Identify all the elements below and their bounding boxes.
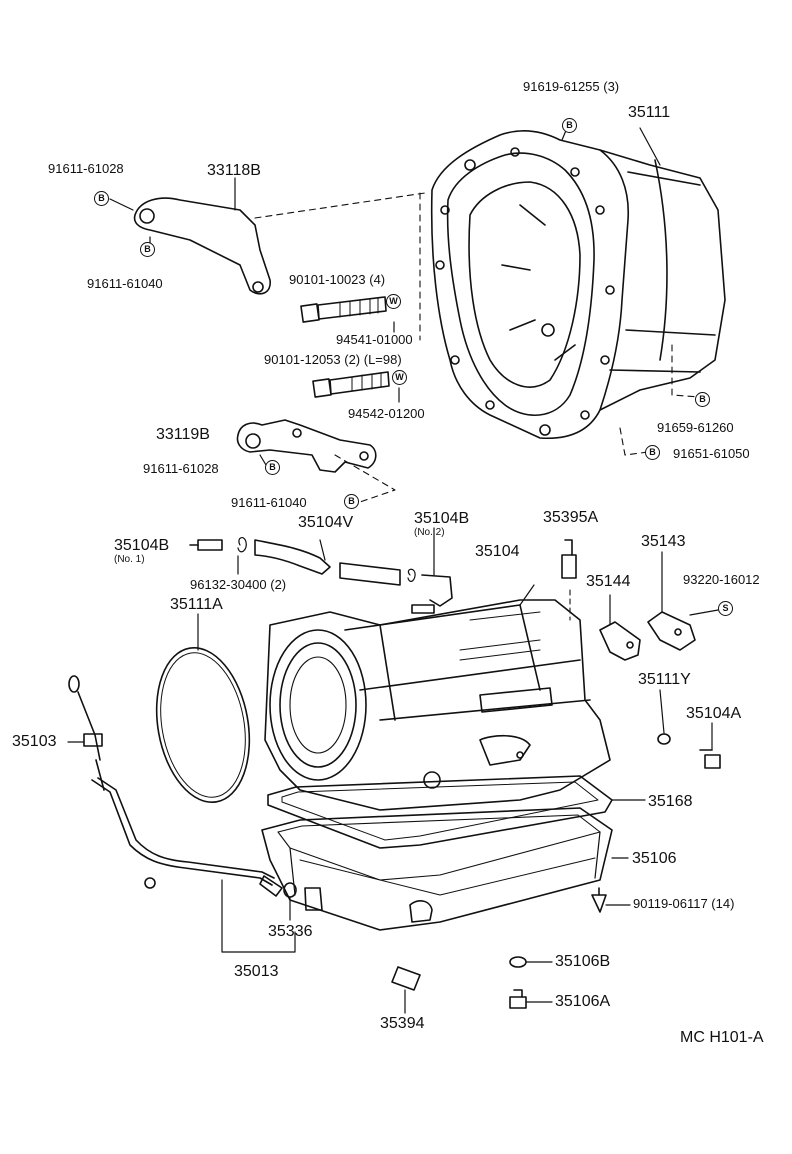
label-91659-61260: 91659-61260	[657, 420, 734, 435]
washer-w-badge-2: W	[392, 370, 407, 385]
bracket-33118B	[109, 177, 271, 295]
screw-s-badge: S	[718, 601, 733, 616]
label-35143: 35143	[641, 533, 686, 550]
bottom-parts	[391, 887, 631, 1014]
transmission-case-35111	[430, 127, 726, 440]
label-91651-61050: 91651-61050	[673, 446, 750, 461]
label-90101-10023: 90101-10023 (4)	[289, 272, 386, 287]
label-35106B: 35106B	[555, 953, 611, 970]
bolt-b-badge-7: B	[344, 494, 359, 509]
small-parts-right	[561, 539, 721, 769]
label-91611-61028-b: 91611-61028	[143, 461, 219, 476]
label-35013: 35013	[234, 963, 279, 980]
oil-cooler-fittings	[189, 527, 453, 614]
bracket-33119B	[236, 419, 377, 473]
label-91611-61040-a: 91611-61040	[87, 276, 163, 291]
bolt-b-badge-4: B	[695, 392, 710, 407]
bolt-b-badge-5: B	[645, 445, 660, 460]
diagram-code: MC H101-A	[680, 1029, 764, 1046]
dipstick-assembly	[67, 675, 323, 953]
label-35104A: 35104A	[686, 705, 742, 722]
o-ring-35111A	[155, 646, 251, 804]
label-35104B-no1: 35104B	[114, 537, 170, 554]
label-33118B: 33118B	[207, 162, 261, 179]
label-35104: 35104	[475, 543, 520, 560]
label-35106A: 35106A	[555, 993, 611, 1010]
label-91619-61255: 91619-61255 (3)	[523, 79, 620, 94]
gasket-35168	[267, 775, 646, 849]
label-35111: 35111	[628, 104, 671, 121]
label-35104B-no2: 35104B	[414, 510, 470, 527]
label-35111A: 35111A	[170, 596, 223, 613]
bolts-90101	[300, 296, 400, 403]
label-35336: 35336	[268, 923, 313, 940]
bolt-b-badge-3: B	[140, 242, 155, 257]
label-90119-06117: 90119-06117 (14)	[633, 896, 735, 911]
label-90101-12053: 90101-12053 (2) (L=98)	[264, 352, 402, 367]
bolt-b-badge-2: B	[94, 191, 109, 206]
alignment-lines	[254, 192, 701, 503]
label-no2: (No. 2)	[414, 527, 445, 538]
label-35168: 35168	[648, 793, 693, 810]
washer-w-badge-1: W	[386, 294, 401, 309]
label-33119B: 33119B	[156, 426, 210, 443]
label-35103: 35103	[12, 733, 57, 750]
label-35394: 35394	[380, 1015, 425, 1032]
label-35395A: 35395A	[543, 509, 599, 526]
label-94541-01000: 94541-01000	[336, 332, 413, 347]
transmission-body-35104	[264, 584, 611, 811]
bolt-b-badge-6: B	[265, 460, 280, 475]
label-91611-61028-a: 91611-61028	[48, 161, 124, 176]
oil-pan-35106	[261, 807, 629, 931]
label-35104V: 35104V	[298, 514, 354, 531]
label-94542-01200: 94542-01200	[348, 406, 425, 421]
label-93220-16012: 93220-16012	[683, 572, 760, 587]
label-no1: (No. 1)	[114, 554, 145, 565]
label-35144: 35144	[586, 573, 631, 590]
label-91611-61040-b: 91611-61040	[231, 495, 307, 510]
label-96132-30400: 96132-30400 (2)	[190, 577, 287, 592]
bolt-b-badge-1: B	[562, 118, 577, 133]
label-35106: 35106	[632, 850, 677, 867]
label-35111Y: 35111Y	[638, 671, 691, 688]
